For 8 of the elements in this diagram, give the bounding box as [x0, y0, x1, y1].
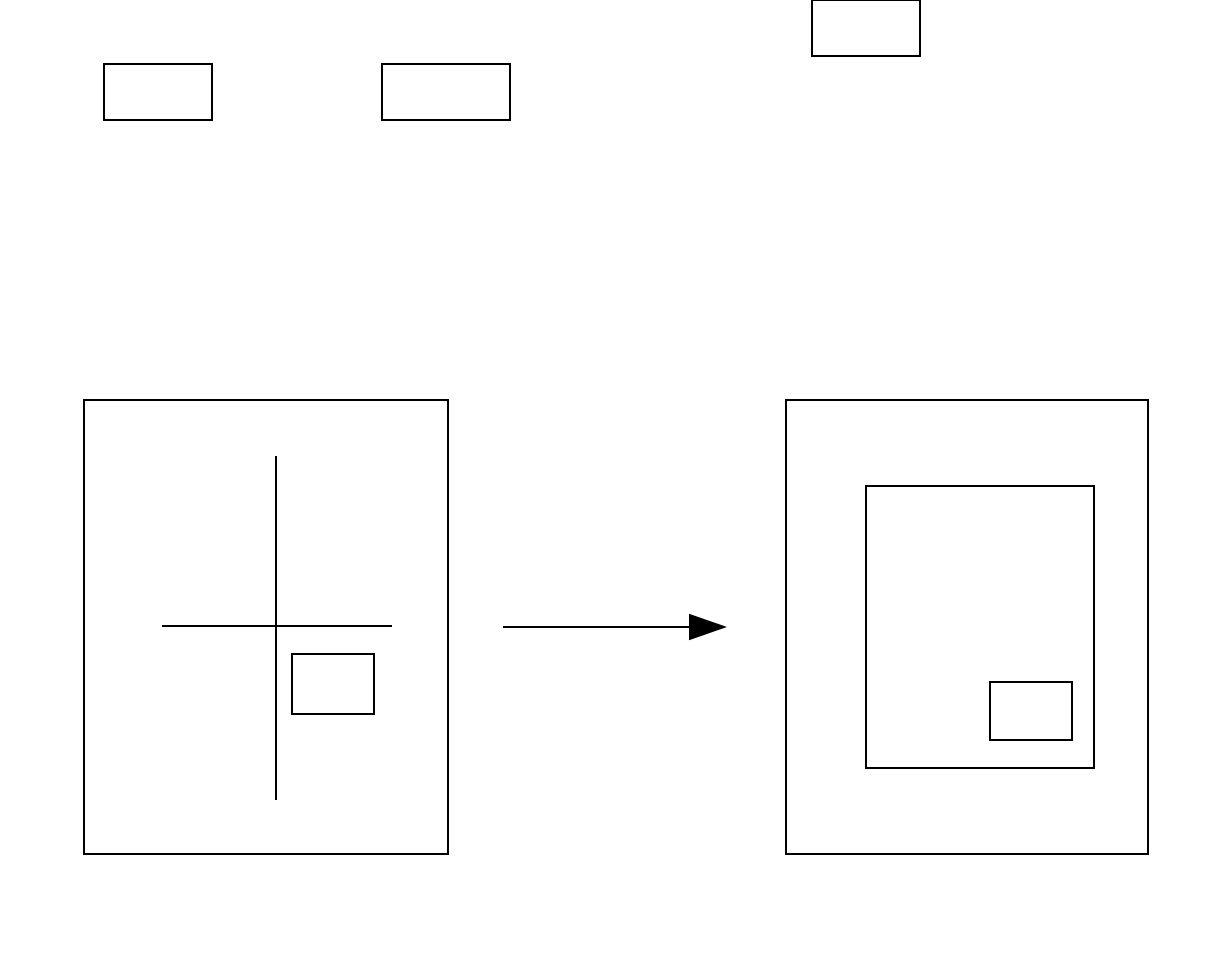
frame — [83, 399, 449, 855]
frame — [785, 399, 1149, 855]
empty-box — [811, 0, 921, 57]
empty-box — [381, 63, 511, 121]
empty-box — [103, 63, 213, 121]
small-box — [989, 681, 1073, 741]
inner-frame — [865, 485, 1095, 769]
small-box — [291, 653, 375, 715]
